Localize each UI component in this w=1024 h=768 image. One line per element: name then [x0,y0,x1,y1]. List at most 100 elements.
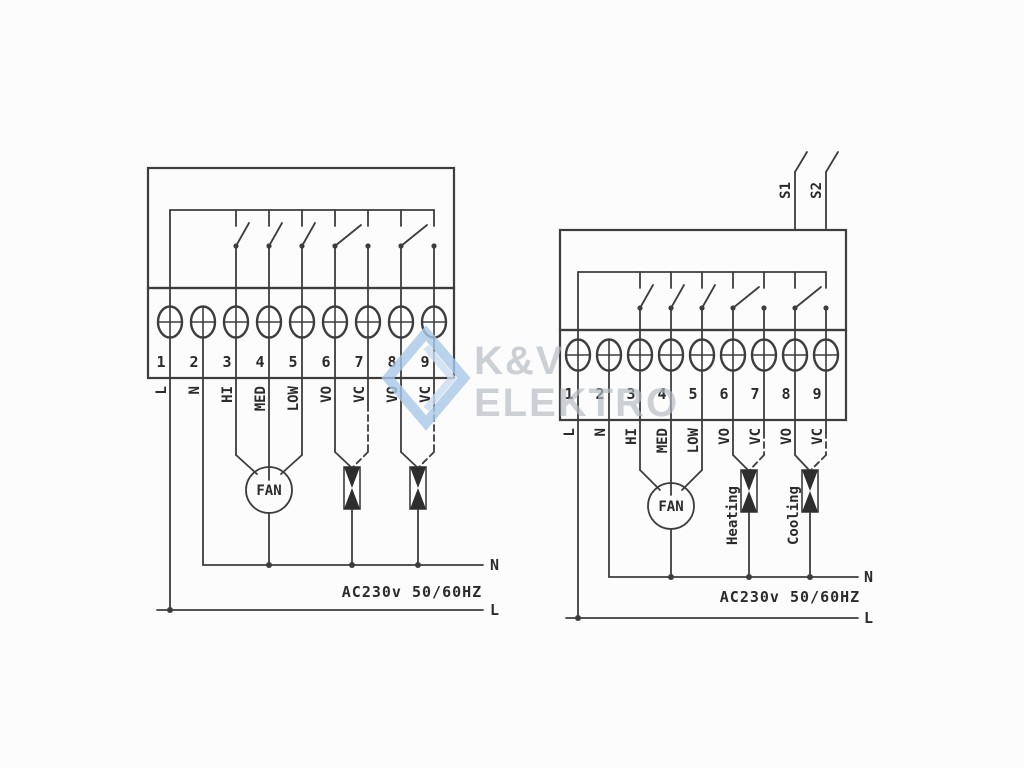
terminal-screw [321,305,349,339]
wire-VO [794,454,811,472]
left-device-box [146,166,456,290]
fan-circle [647,482,695,530]
watermark-logo-diamond-icon [381,325,471,431]
right-terminals: 1 2 3 4 5 6 7 8 9 [564,338,840,403]
switch-blade [732,286,760,309]
terminal-screw [387,305,415,339]
terminal-number: 7 [354,353,363,371]
wire-label: N [593,428,609,436]
switch-blade [301,222,316,247]
terminal-screw [288,305,316,339]
sensor-switch-blade [825,151,839,173]
switch-blade [268,222,283,247]
terminal-screw [354,305,382,339]
valve-symbol [409,466,427,510]
switch-blade [400,224,428,247]
wire-label: HI [220,386,236,403]
terminal-screw [781,338,809,372]
wire-label: VO [717,428,733,445]
right-diagram: S1 S2 [558,151,874,627]
junction-dot [575,615,581,621]
terminal-screw [626,338,654,372]
wire-VC-dashed [417,451,435,469]
terminal-number: 3 [222,353,231,371]
wire-VC-dashed [351,451,369,469]
wire-label: VC [748,428,764,445]
terminal-number: 8 [387,353,396,371]
right-device-box [558,228,848,332]
wire-label: L [562,428,578,436]
wire-label: HI [624,428,640,445]
heating-label: Heating [725,486,741,545]
wire-label: MED [655,428,671,453]
valve-symbol [343,466,361,510]
cooling-label: Cooling [786,486,802,545]
valve-symbol-cooling [801,469,819,513]
right-sensor-lines: S1 S2 [778,151,839,231]
junction-dot [668,574,674,580]
power-rating: AC230v 50/60HZ [342,583,482,601]
switch-blade [235,222,250,247]
terminal-screw [812,338,840,372]
wire-VC-dashed [748,454,765,472]
fan-label: FAN [658,499,683,515]
left-power-lines: N L AC230v 50/60HZ [156,556,500,619]
terminal-number: 5 [288,353,297,371]
watermark: K&V ELEKTRO [381,325,677,431]
wire-VC-dashed [809,454,827,472]
terminal-number: 1 [156,353,165,371]
wire-LOW [681,469,703,491]
right-fan: FAN [647,482,695,530]
terminal-number: 9 [420,353,429,371]
wire-label: LOW [286,385,302,411]
terminal-screw [595,338,623,372]
left-terminal-block [146,286,456,380]
terminal-number: 8 [781,385,790,403]
terminal-screw [156,305,184,339]
terminal-number: 4 [657,385,666,403]
switch-blade [334,224,362,247]
terminal-number: 1 [564,385,573,403]
wire-label: L [154,386,170,394]
wire-label: N [187,386,203,394]
terminal-number: 4 [255,353,264,371]
terminal-screw [688,338,716,372]
junction-dot [415,562,421,568]
terminal-screw [657,338,685,372]
terminal-screw [719,338,747,372]
wire-label: VC [810,428,826,445]
junction-dot [807,574,813,580]
junction-dot [746,574,752,580]
wire-VO [400,451,419,469]
wire-VO [732,454,750,472]
right-wire-labels: L N HI MED LOW VO VC VO VC [562,427,826,453]
contact-dot [431,243,437,249]
junction-dot [266,562,272,568]
left-internal-switches [169,209,437,308]
right-power-lines: N L AC230v 50/60HZ [565,568,874,627]
terminal-screw [222,305,250,339]
wire-label: VO [319,386,335,403]
contact-dot [823,305,829,311]
watermark-text-line1: K&V [474,339,564,383]
terminal-number: 7 [750,385,759,403]
terminal-number: 9 [812,385,821,403]
power-rating: AC230v 50/60HZ [720,588,860,606]
switch-blade [794,286,822,309]
terminal-screw [255,305,283,339]
terminal-screw [564,338,592,372]
wire-label: LOW [686,427,702,453]
sensor-label: S1 [778,182,794,199]
right-wires [577,369,827,619]
terminal-screw [750,338,778,372]
fan-circle [245,466,293,514]
live-label: L [490,601,500,619]
wire-HI [639,469,661,491]
wire-VO [334,451,353,469]
junction-dot [349,562,355,568]
sensor-switch-blade [794,151,808,173]
sensor-label: S2 [809,182,825,199]
neutral-label: N [864,568,874,586]
